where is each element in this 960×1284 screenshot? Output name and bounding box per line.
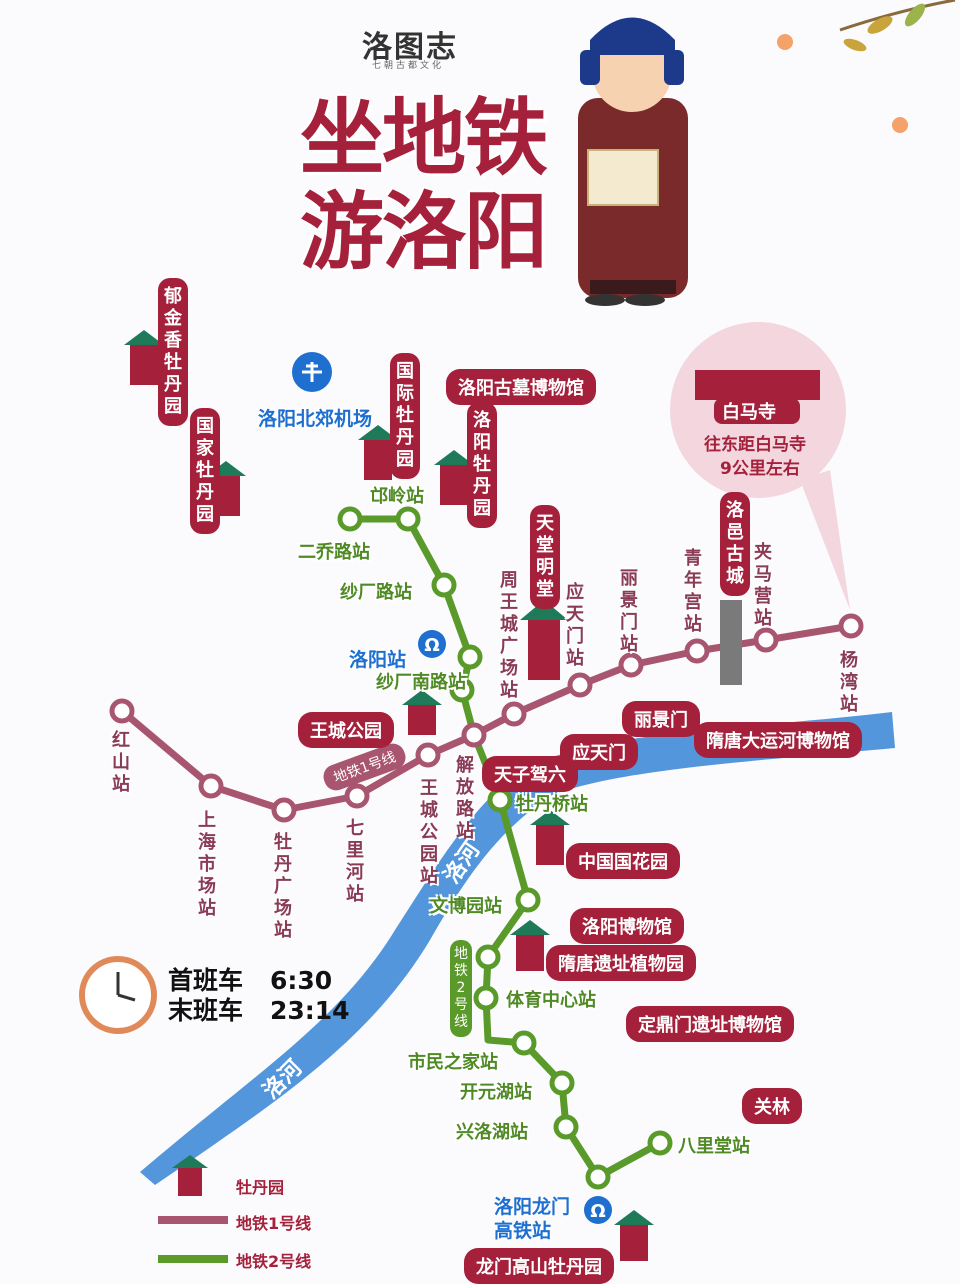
callout-text: 9公里左右: [720, 459, 800, 479]
station-longmen[interactable]: [585, 1164, 611, 1190]
station-xingluo-lake[interactable]: [553, 1114, 579, 1140]
official-character-illustration: [578, 17, 688, 306]
schedule-panel: 首班车 6:30 末班车 23:14: [168, 966, 350, 1026]
station-shachang-road[interactable]: [431, 572, 457, 598]
station-label[interactable]: 解放路站: [456, 755, 474, 842]
station-mangling[interactable]: [395, 506, 421, 532]
station-lijingmen[interactable]: [618, 652, 644, 678]
pagoda-icons: [124, 330, 742, 1261]
station-label[interactable]: 周王城广场站: [500, 570, 518, 701]
first-train-label: 首班车: [168, 966, 244, 995]
station-label[interactable]: 牡丹广场站: [274, 832, 292, 941]
station-label[interactable]: 文博园站: [430, 896, 502, 917]
map-label: 洛阳站: [349, 649, 407, 671]
station-wenbo-park[interactable]: [515, 887, 541, 913]
line2-stations: [337, 506, 673, 1190]
station-label[interactable]: 邙岭站: [370, 486, 424, 507]
callout-text: 白马寺: [722, 402, 776, 423]
station-label[interactable]: 纱厂南路站: [376, 672, 466, 693]
attraction-label[interactable]: 龙门高山牡丹园: [464, 1248, 614, 1284]
luo-river: [140, 712, 895, 1185]
station-qingniangong[interactable]: [684, 638, 710, 664]
attraction-label[interactable]: 洛邑古城: [720, 492, 750, 596]
line-tag: 地铁2号线: [450, 940, 472, 1037]
station-kaiyuan-lake[interactable]: [549, 1070, 575, 1096]
attraction-label[interactable]: 王城公园: [298, 712, 394, 748]
station-hongshan[interactable]: [109, 698, 135, 724]
station-luoyang-railway[interactable]: [457, 644, 483, 670]
attraction-label[interactable]: 郁金香牡丹园: [158, 278, 188, 426]
station-line2-mid[interactable]: [475, 944, 501, 970]
station-shachang-south[interactable]: [449, 677, 475, 703]
station-yingtianmen[interactable]: [567, 672, 593, 698]
station-jiefang-road[interactable]: [461, 722, 487, 748]
station-label[interactable]: 八里堂站: [678, 1136, 750, 1157]
station-label[interactable]: 杨湾站: [840, 650, 858, 715]
metro-line-2: [350, 515, 662, 1181]
callout-text: 往东距白马寺: [704, 435, 806, 455]
attraction-label[interactable]: 定鼎门遗址博物馆: [626, 1006, 794, 1042]
station-wangcheng-park[interactable]: [415, 742, 441, 768]
attraction-label[interactable]: 隋唐遗址植物园: [546, 945, 696, 981]
map-label: 洛阳北郊机场: [258, 408, 373, 430]
attraction-label[interactable]: 洛阳古墓博物馆: [446, 369, 596, 405]
attraction-label[interactable]: 中国国花园: [566, 843, 680, 879]
airport-icon: [292, 352, 332, 392]
brand-logo: 洛图志: [362, 30, 458, 65]
station-shanghai-market[interactable]: [198, 773, 224, 799]
station-label[interactable]: 纱厂路站: [340, 582, 412, 603]
station-balitang[interactable]: [647, 1130, 673, 1156]
line1-stations: [109, 613, 864, 823]
legend-label: 地铁1号线: [236, 1214, 312, 1233]
station-label[interactable]: 兴洛湖站: [456, 1122, 528, 1143]
branch-decoration: [777, 0, 956, 133]
station-zhouwangcheng[interactable]: [501, 701, 527, 727]
legend-label: 地铁2号线: [236, 1252, 312, 1271]
station-peony-square[interactable]: [271, 797, 297, 823]
attraction-label[interactable]: 国家牡丹园: [190, 408, 220, 534]
station-label[interactable]: 红山站: [112, 730, 130, 795]
station-erqiao-road[interactable]: [337, 506, 363, 532]
map-label: 洛阳龙门高铁站: [494, 1196, 571, 1242]
station-label[interactable]: 体育中心站: [506, 990, 596, 1011]
station-sports-center[interactable]: [473, 985, 499, 1011]
svg-text:Ω: Ω: [424, 635, 439, 656]
title-line-1: 坐地铁: [300, 89, 548, 187]
station-jiamaying[interactable]: [753, 627, 779, 653]
last-train-time: 23:14: [270, 996, 350, 1025]
title-line-2: 游洛阳: [300, 183, 548, 281]
railway-icon: Ω Ω: [418, 630, 612, 1224]
baima-callout: [670, 322, 850, 610]
station-label[interactable]: 丽景门站: [620, 568, 638, 655]
station-label[interactable]: 七里河站: [346, 818, 364, 905]
station-qilihe[interactable]: [344, 783, 370, 809]
attraction-label[interactable]: 洛阳博物馆: [570, 908, 684, 944]
first-train-time: 6:30: [270, 966, 333, 995]
legend-label: 牡丹园: [236, 1178, 285, 1197]
station-mudan-bridge[interactable]: [487, 787, 513, 813]
station-yangwan[interactable]: [838, 613, 864, 639]
station-label[interactable]: 夹马营站: [754, 542, 772, 629]
svg-text:Ω: Ω: [590, 1201, 605, 1222]
brand-subtitle: 七朝古都文化: [372, 61, 445, 71]
station-citizen-home[interactable]: [511, 1030, 537, 1056]
station-label[interactable]: 应天门站: [566, 582, 584, 669]
station-label[interactable]: 市民之家站: [408, 1052, 498, 1073]
last-train-label: 末班车: [168, 996, 244, 1025]
attraction-label[interactable]: 关林: [742, 1088, 802, 1124]
attraction-label[interactable]: 国际牡丹园: [390, 353, 420, 479]
attraction-label[interactable]: 洛阳牡丹园: [467, 402, 497, 528]
station-label[interactable]: 开元湖站: [460, 1082, 532, 1103]
attraction-label[interactable]: 天子驾六: [482, 756, 578, 792]
station-label[interactable]: 王城公园站: [420, 778, 438, 887]
attraction-label[interactable]: 隋唐大运河博物馆: [694, 722, 862, 758]
station-label[interactable]: 牡丹桥站: [516, 794, 588, 815]
station-label[interactable]: 青年宫站: [684, 548, 702, 635]
station-label[interactable]: 上海市场站: [198, 810, 216, 919]
station-label[interactable]: 二乔路站: [298, 542, 370, 563]
attraction-label[interactable]: 天堂明堂: [530, 505, 560, 609]
attraction-label[interactable]: 丽景门: [622, 701, 700, 737]
